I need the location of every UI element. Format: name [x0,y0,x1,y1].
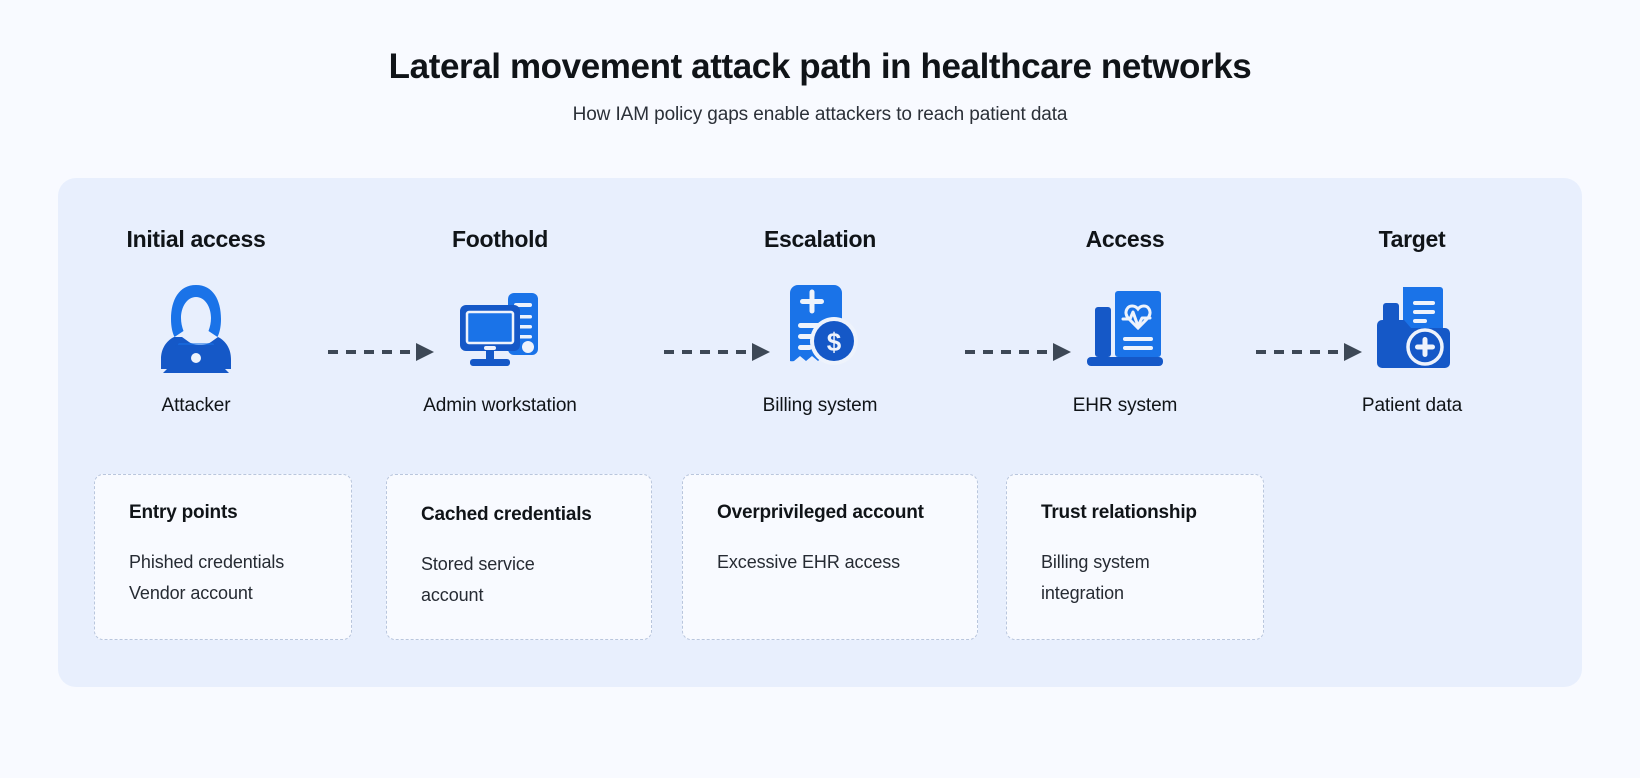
attack-flow-row: Initial access Attacker [58,178,1582,468]
card-title: Overprivileged account [717,502,924,523]
flow-stage-target[interactable]: Target Patient data [1296,226,1528,417]
dashed-arrow-right-icon-1 [326,341,438,363]
dashed-arrow-right-icon-3 [963,341,1075,363]
card-title: Trust relationship [1041,502,1197,523]
stage-label: Admin workstation [423,395,577,416]
dashed-arrow-right-icon-4 [1254,341,1366,363]
stage-label: EHR system [1072,395,1178,416]
card-title: Cached credentials [421,504,592,525]
risk-card-overprivileged-account[interactable]: Overprivileged account Excessive EHR acc… [682,474,978,640]
flow-stage-escalation[interactable]: Escalation $ Billing system [704,226,936,417]
medical-invoice-dollar-icon: $ [704,281,936,373]
diagram-header: Lateral movement attack path in healthca… [0,46,1640,126]
stage-title: Foothold [452,226,548,252]
card-title: Entry points [129,502,238,523]
stage-label: Billing system [762,395,878,416]
page-title: Lateral movement attack path in healthca… [388,47,1252,86]
desktop-computer-tower-icon [384,281,616,373]
stage-title: Target [1378,226,1446,252]
dashed-arrow-right-icon-2 [662,341,774,363]
flow-stage-foothold[interactable]: Foothold [384,226,616,417]
stage-title: Access [1085,226,1165,252]
flow-stage-access[interactable]: Access EHR system [1009,226,1241,417]
page-subtitle: How IAM policy gaps enable attackers to … [572,104,1068,125]
stage-label: Patient data [1361,395,1463,416]
hooded-attacker-laptop-icon [80,281,312,373]
svg-text:$: $ [827,327,842,357]
flow-stage-initial-access[interactable]: Initial access Attacker [80,226,312,417]
medical-record-heartbeat-laptop-icon [1009,281,1241,373]
medical-folder-documents-icon [1296,281,1528,373]
attack-path-panel: Initial access Attacker [58,178,1582,687]
stage-title: Initial access [126,226,266,252]
card-body: Excessive EHR access [717,551,901,572]
stage-label: Attacker [161,395,231,416]
stage-title: Escalation [763,226,877,252]
